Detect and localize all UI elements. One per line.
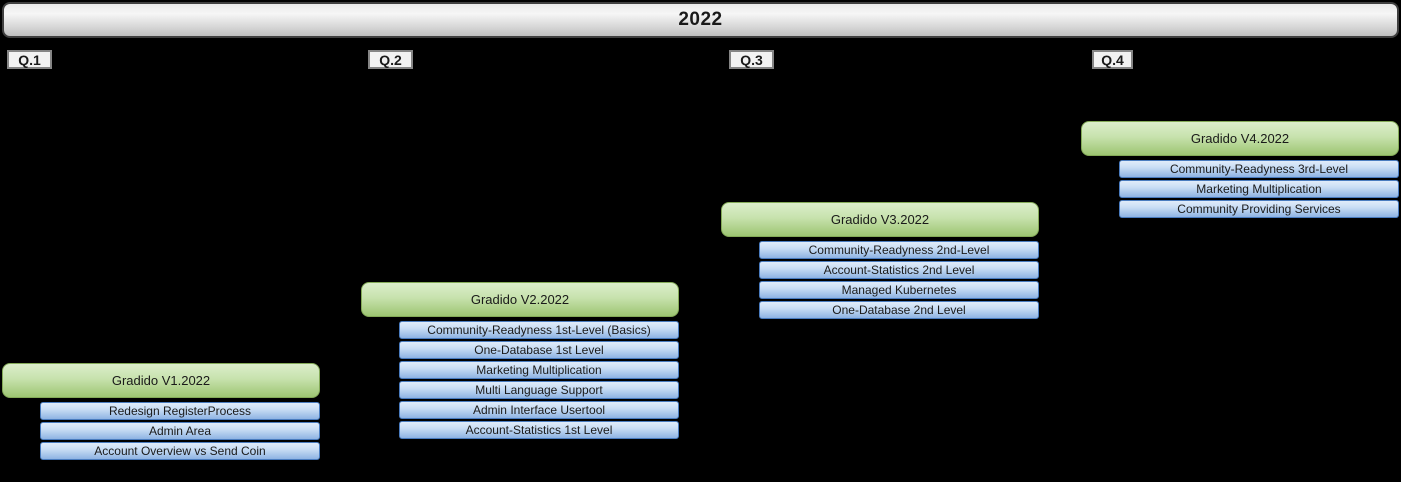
quarter-group-q1: Gradido V1.2022 Redesign RegisterProcess… bbox=[2, 363, 320, 462]
roadmap-item: Account Overview vs Send Coin bbox=[40, 442, 320, 460]
quarter-label-q3: Q.3 bbox=[729, 50, 774, 69]
quarter-group-q2: Gradido V2.2022 Community-Readyness 1st-… bbox=[361, 282, 679, 441]
version-box: Gradido V2.2022 bbox=[361, 282, 679, 317]
roadmap-item: Account-Statistics 2nd Level bbox=[759, 261, 1039, 279]
roadmap-item: One-Database 2nd Level bbox=[759, 301, 1039, 319]
version-box: Gradido V3.2022 bbox=[721, 202, 1039, 237]
quarter-group-q4: Gradido V4.2022 Community-Readyness 3rd-… bbox=[1081, 121, 1399, 220]
roadmap-item: Marketing Multiplication bbox=[399, 361, 679, 379]
quarter-label-q1: Q.1 bbox=[7, 50, 52, 69]
roadmap-item: Community-Readyness 1st-Level (Basics) bbox=[399, 321, 679, 339]
quarter-label-q2: Q.2 bbox=[368, 50, 413, 69]
year-header-bar: 2022 bbox=[2, 2, 1399, 38]
roadmap-item: Managed Kubernetes bbox=[759, 281, 1039, 299]
roadmap-item: Community Providing Services bbox=[1119, 200, 1399, 218]
version-box: Gradido V4.2022 bbox=[1081, 121, 1399, 156]
roadmap-item: One-Database 1st Level bbox=[399, 341, 679, 359]
roadmap-item: Admin Interface Usertool bbox=[399, 401, 679, 419]
roadmap-item: Admin Area bbox=[40, 422, 320, 440]
year-title: 2022 bbox=[678, 9, 723, 30]
roadmap-item: Account-Statistics 1st Level bbox=[399, 421, 679, 439]
roadmap-item: Community-Readyness 3rd-Level bbox=[1119, 160, 1399, 178]
roadmap-item: Redesign RegisterProcess bbox=[40, 402, 320, 420]
roadmap-item: Multi Language Support bbox=[399, 381, 679, 399]
quarter-label-q4: Q.4 bbox=[1092, 50, 1133, 69]
roadmap-item: Marketing Multiplication bbox=[1119, 180, 1399, 198]
quarter-group-q3: Gradido V3.2022 Community-Readyness 2nd-… bbox=[721, 202, 1039, 321]
roadmap-item: Community-Readyness 2nd-Level bbox=[759, 241, 1039, 259]
item-list: Community-Readyness 1st-Level (Basics) On… bbox=[399, 321, 679, 439]
version-box: Gradido V1.2022 bbox=[2, 363, 320, 398]
